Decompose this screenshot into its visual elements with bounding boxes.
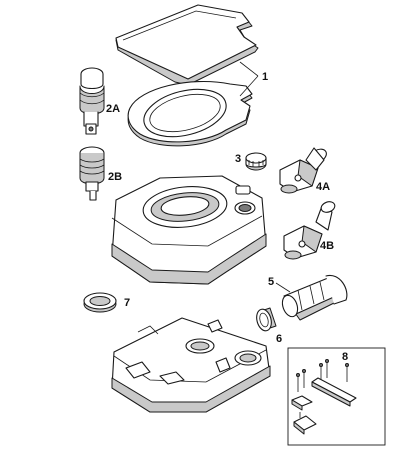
seal-ring bbox=[83, 292, 117, 313]
lid bbox=[115, 4, 259, 86]
fresh-water-tank bbox=[111, 175, 267, 285]
label-3: 3 bbox=[235, 153, 241, 165]
label-2a: 2A bbox=[106, 103, 120, 115]
valve-a bbox=[279, 147, 327, 194]
bellows-pump-a bbox=[79, 67, 105, 135]
label-8: 8 bbox=[342, 351, 348, 363]
waste-tank bbox=[111, 317, 271, 413]
mounting-kit-parts bbox=[291, 359, 357, 435]
callout-1: 1 bbox=[239, 61, 268, 97]
label-4a: 4A bbox=[316, 181, 330, 193]
label-5: 5 bbox=[268, 276, 274, 288]
seat-ring bbox=[127, 80, 253, 147]
label-2b: 2B bbox=[108, 171, 122, 183]
cap bbox=[245, 152, 267, 171]
spout bbox=[281, 274, 348, 321]
callout-5: 5 bbox=[268, 276, 291, 293]
label-1: 1 bbox=[262, 71, 268, 83]
label-7: 7 bbox=[124, 297, 130, 309]
label-6: 6 bbox=[276, 333, 282, 345]
label-4b: 4B bbox=[320, 240, 334, 252]
spout-cap bbox=[256, 307, 277, 332]
valve-b bbox=[283, 201, 336, 260]
bellows-pump-b bbox=[79, 146, 105, 201]
